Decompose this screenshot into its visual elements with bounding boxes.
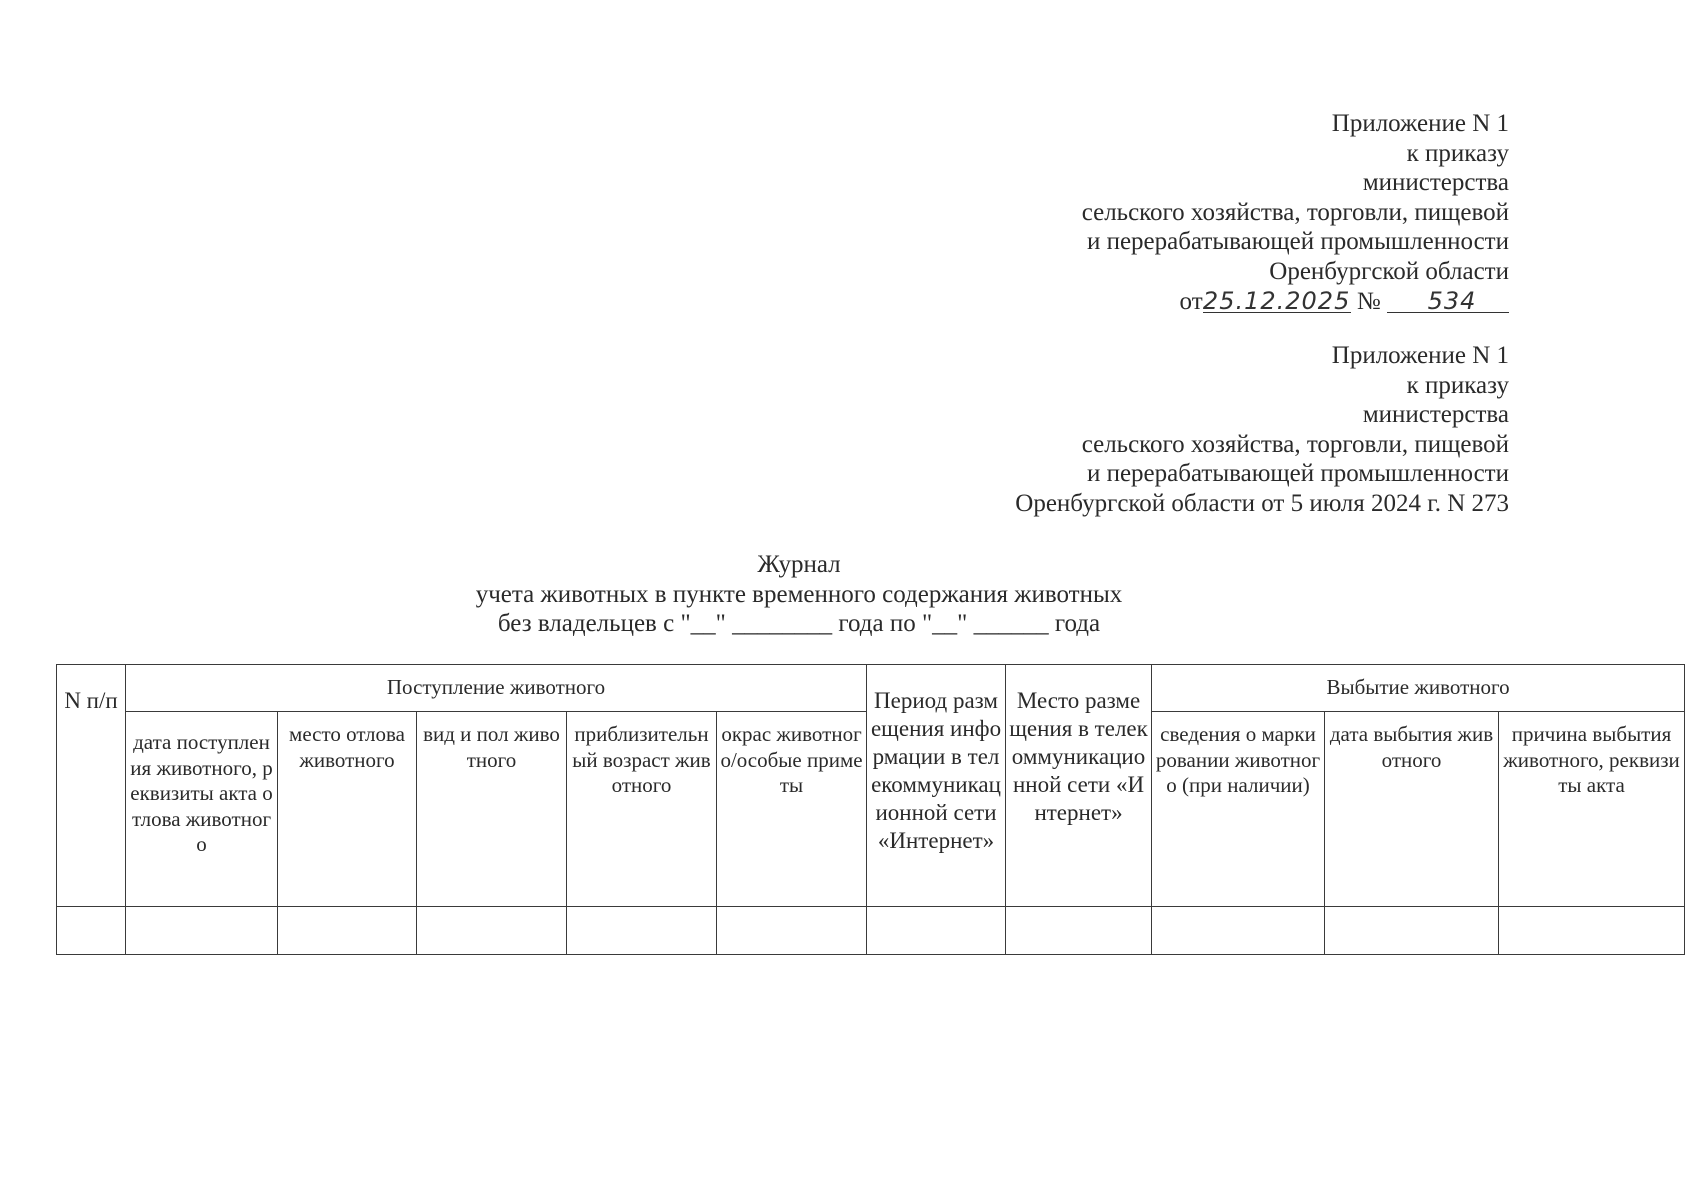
table-cell: [1151, 906, 1326, 955]
order-number-handwritten: 534: [1387, 289, 1509, 313]
col-period-header: Период размещения информации в телекомму…: [866, 664, 1007, 907]
col-disposal-date-header: дата выбытия животного: [1324, 711, 1500, 907]
col-disposal-reason-header: причина выбытия животного, реквизиты акт…: [1498, 711, 1686, 907]
journal-title: Журнал учета животных в пункте временног…: [0, 550, 1698, 639]
appendix-line: Оренбургской области от 5 июля 2024 г. N…: [1015, 489, 1509, 517]
col-number-header: N п/п: [56, 664, 126, 907]
table-cell: [125, 906, 278, 955]
appendix-line: и перерабатывающей промышленности: [1086, 228, 1509, 256]
col-place-header: Место размещения в телекоммуникационной …: [1005, 664, 1153, 907]
appendix-old-block: Приложение N 1 к приказу министерства се…: [1015, 341, 1509, 519]
group-disposal-header: Выбытие животного: [1151, 664, 1686, 712]
appendix-line: сельского хозяйства, торговли, пищевой: [1081, 430, 1509, 458]
col-catch-place-header: место отлова животного: [277, 711, 417, 907]
table-cell: [866, 906, 1007, 955]
number-label: №: [1356, 287, 1381, 315]
table-cell: [277, 906, 417, 955]
appendix-line: министерства: [1362, 169, 1509, 197]
col-species-sex-header: вид и пол животного: [416, 711, 567, 907]
table-cell: [56, 906, 126, 955]
table-cell: [715, 906, 868, 955]
journal-title-line3: без владельцев с "__" ________ года по "…: [497, 610, 1101, 638]
table-cell: [1005, 906, 1153, 955]
appendix-new-block: Приложение N 1 к приказу министерства се…: [1082, 109, 1509, 316]
journal-title-line2: учета животных в пункте временного содер…: [475, 580, 1123, 608]
appendix-title: Приложение N 1: [1331, 110, 1509, 137]
appendix-line: сельского хозяйства, торговли, пищевой: [1081, 198, 1509, 226]
table-cell: [1498, 906, 1686, 955]
col-marking-header: сведения о маркировании животного (при н…: [1151, 711, 1326, 907]
appendix-line: Оренбургской области: [1269, 257, 1509, 285]
appendix-line: к приказу: [1406, 371, 1509, 399]
order-date-handwritten: 25.12.2025: [1202, 286, 1351, 315]
order-date-number-line: от25.12.2025 № 534: [1082, 287, 1509, 317]
journal-title-line1: Журнал: [757, 551, 841, 578]
table-cell: [566, 906, 717, 955]
appendix-line: и перерабатывающей промышленности: [1086, 460, 1509, 488]
table-row: [56, 906, 1686, 955]
col-intake-date-header: дата поступления животного, реквизиты ак…: [125, 711, 278, 907]
table-cell: [416, 906, 567, 955]
journal-table: N п/п Поступление животного Период разме…: [56, 664, 1686, 955]
group-intake-header: Поступление животного: [124, 664, 868, 712]
col-color-marks-header: окрас животного/особые приметы: [715, 711, 868, 907]
from-label: от: [1179, 287, 1203, 315]
appendix-title: Приложение N 1: [1331, 342, 1509, 369]
table-cell: [1324, 906, 1500, 955]
appendix-line: к приказу: [1406, 139, 1509, 167]
appendix-line: министерства: [1362, 401, 1509, 429]
col-age-header: приблизительный возраст животного: [566, 711, 717, 907]
